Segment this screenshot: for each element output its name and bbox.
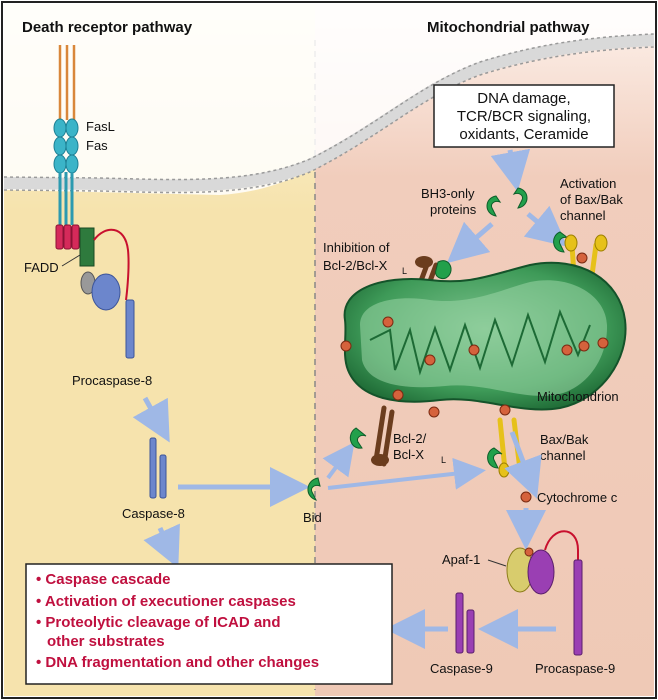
- outcome-3-cont: other substrates: [47, 633, 165, 650]
- mitochondrial-header: Mitochondrial pathway: [427, 19, 590, 36]
- cell-membrane: [3, 33, 655, 194]
- arrow-stimulus-to-bh3: [490, 148, 531, 192]
- inhibition-label-2: Bcl-2/Bcl-X: [323, 258, 388, 273]
- arrow-bh3-to-bcl2: [446, 221, 494, 264]
- bh3-label-1: BH3-only: [421, 186, 475, 201]
- stimulus-line-3: oxidants, Ceramide: [459, 126, 588, 143]
- fasl-label: FasL: [86, 119, 115, 134]
- stimulus-box: [433, 84, 615, 148]
- baxbak-label-2: channel: [540, 448, 586, 463]
- caspase9-label: Caspase-9: [430, 661, 493, 676]
- inhibition-label-sub: L: [402, 266, 407, 276]
- baxbak-label-1: Bax/Bak: [540, 432, 589, 447]
- inhibition-label-1: Inhibition of: [323, 240, 390, 255]
- extracellular-space: [4, 4, 654, 195]
- arrow-bid-to-baxbak: [327, 457, 486, 490]
- mitochondrion-icon: [340, 261, 627, 418]
- arrow-bid-to-bcl2: [322, 442, 355, 480]
- procaspase-8-icon: [125, 299, 135, 359]
- fadd-icon: [79, 227, 95, 267]
- cytochrome-c-icon: [520, 491, 532, 503]
- outcome-3: • Proteolytic cleavage of ICAD and: [36, 614, 280, 631]
- procaspase-9-icon: [573, 559, 583, 656]
- outcome-2: • Activation of executioner caspases: [36, 593, 296, 610]
- bcl2-label-1: Bcl-2/: [393, 431, 427, 446]
- arrow-release: [504, 431, 542, 499]
- bid-label: Bid: [303, 510, 322, 525]
- arrow-bh3-to-baxbak: [523, 205, 568, 247]
- stimulus-line-1: DNA damage,: [477, 90, 570, 107]
- apoptosome-icon: [506, 530, 583, 656]
- outcome-4: • DNA fragmentation and other changes: [36, 654, 319, 671]
- caspase8-label: Caspase-8: [122, 506, 185, 521]
- procaspase8-label: Procaspase-8: [72, 373, 152, 388]
- stimulus-line-2: TCR/BCR signaling,: [457, 108, 591, 125]
- activation-label-3: channel: [560, 208, 606, 223]
- outcomes-box: [25, 563, 393, 685]
- bcl2-label-sub: L: [441, 455, 446, 465]
- bcl2-label-2: Bcl-X: [393, 447, 424, 462]
- procaspase-8-head: [91, 273, 121, 311]
- activation-label-1: Activation: [560, 176, 616, 191]
- caspase-9-icon: [455, 592, 475, 654]
- fadd-label: FADD: [24, 260, 59, 275]
- caspase-8-icon: [149, 437, 167, 499]
- mitochondrion-label: Mitochondrion: [537, 389, 619, 404]
- procaspase9-label: Procaspase-9: [535, 661, 615, 676]
- arrow-casp8-to-outcomes: [143, 523, 180, 569]
- apaf-label: Apaf-1: [442, 552, 480, 567]
- activation-label-2: of Bax/Bak: [560, 192, 623, 207]
- bh3-protein-icon: [486, 187, 528, 217]
- outcome-1: • Caspase cascade: [36, 571, 171, 588]
- arrow-procasp8-to-casp8: [132, 396, 170, 443]
- bid-icon: [307, 477, 321, 501]
- bcl2-icon: [349, 405, 395, 467]
- fas-receptor-icon: [53, 45, 135, 359]
- cytochrome-label: Cytochrome c: [537, 490, 618, 505]
- fas-label: Fas: [86, 138, 108, 153]
- death-receptor-header: Death receptor pathway: [22, 19, 193, 36]
- bh3-label-2: proteins: [430, 202, 477, 217]
